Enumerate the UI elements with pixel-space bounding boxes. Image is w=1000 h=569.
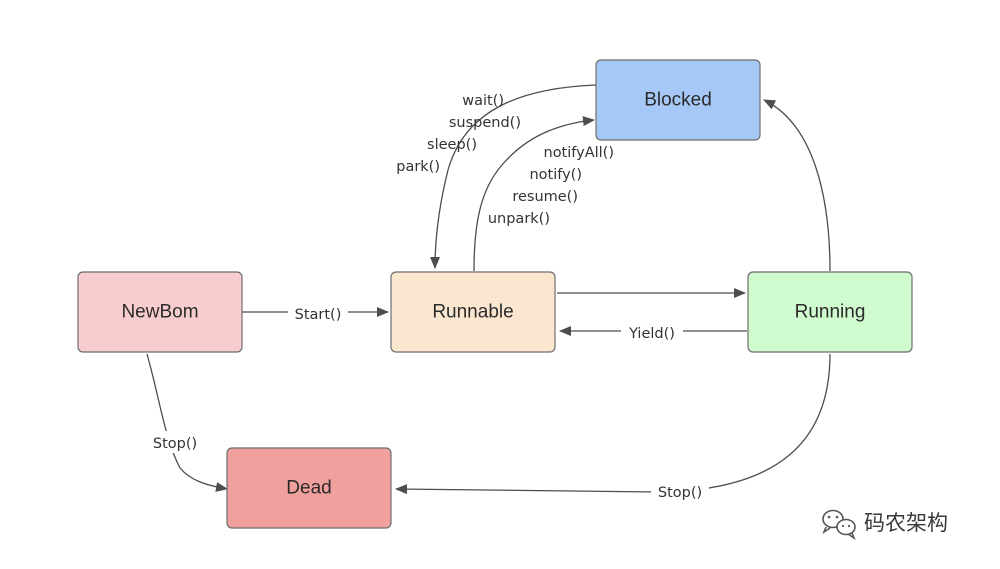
edge-label-stop-running: Stop() — [658, 485, 702, 501]
edge-stop-newborn — [146, 353, 228, 492]
label-unpark: unpark() — [488, 211, 550, 227]
node-dead-label: Dead — [286, 478, 331, 499]
wechat-icon — [822, 509, 856, 541]
node-blocked: Blocked — [595, 59, 761, 141]
node-running: Running — [747, 271, 913, 353]
label-sleep: sleep() — [427, 137, 477, 153]
node-dead-box — [226, 447, 392, 529]
node-blocked-box — [595, 59, 761, 141]
label-resume: resume() — [512, 189, 578, 205]
label-notifyall: notifyAll() — [544, 145, 615, 161]
edge-to-blocked-group — [430, 84, 597, 269]
from-blocked-labels: notifyAll() notify() resume() unpark() — [488, 145, 614, 227]
watermark-text: 码农架构 — [864, 511, 948, 535]
edge-label-stop-newborn: Stop() — [153, 436, 197, 452]
label-park: park() — [396, 159, 440, 175]
node-running-label: Running — [795, 302, 866, 323]
to-blocked-labels: wait() suspend() sleep() park() — [396, 93, 521, 175]
edge-from-blocked-group — [473, 116, 595, 272]
node-dead: Dead — [226, 447, 392, 529]
watermark: 码农架构 — [822, 509, 948, 541]
label-wait: wait() — [462, 93, 504, 109]
edge-running-to-blocked — [763, 99, 831, 272]
label-notify: notify() — [529, 167, 582, 183]
label-suspend: suspend() — [449, 115, 521, 131]
edge-stop-running — [395, 353, 831, 495]
node-runnable-label: Runnable — [432, 302, 513, 323]
node-runnable: Runnable — [390, 271, 556, 353]
node-newborn: NewBom — [77, 271, 243, 353]
node-running-box — [747, 271, 913, 353]
node-newborn-box — [77, 271, 243, 353]
edge-label-start: Start() — [295, 307, 342, 323]
node-newborn-label: NewBom — [121, 302, 198, 323]
edge-label-yield: Yield() — [628, 326, 675, 342]
node-blocked-label: Blocked — [644, 90, 712, 111]
node-runnable-box — [390, 271, 556, 353]
